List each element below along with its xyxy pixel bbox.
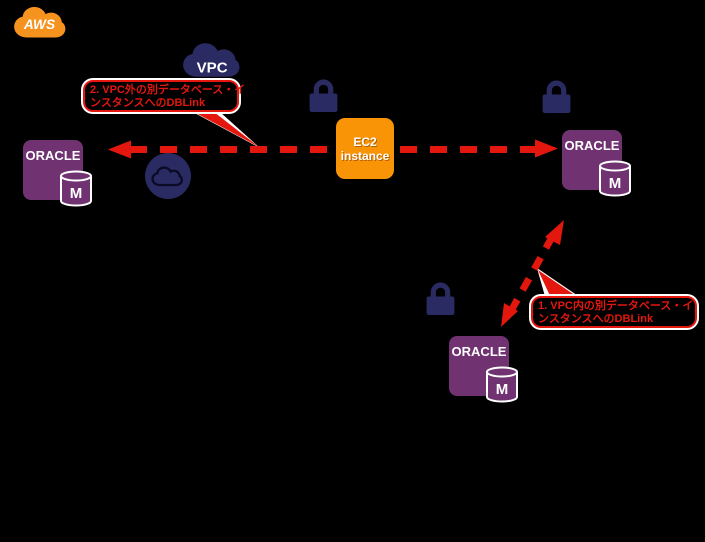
- arrowhead-right: [535, 139, 558, 158]
- vpc-cloud: VPC: [183, 43, 240, 77]
- ec2-label-line1: EC2: [353, 134, 377, 149]
- aws-label: AWS: [23, 17, 55, 32]
- security-lock-icon-top: [308, 78, 339, 113]
- database-cylinder-icon: M: [599, 160, 631, 197]
- callout-internal-line2: ンスタンスへのDBLink: [538, 313, 654, 325]
- vpc-label: VPC: [197, 59, 228, 76]
- oracle-label: ORACLE: [26, 148, 81, 163]
- oracle-label: ORACLE: [565, 138, 620, 153]
- callout-external-line2: ンスタンスへのDBLink: [90, 97, 206, 109]
- aws-cloud-logo: AWS: [14, 7, 66, 38]
- database-cylinder-icon: M: [486, 366, 518, 403]
- oracle-instance-right: ORACLE M: [562, 130, 634, 198]
- callout-internal-line1: 1. VPC内の別データベース・イ: [538, 300, 694, 312]
- callout-dblink-internal: 1. VPC内の別データベース・イ ンスタンスへのDBLink: [531, 296, 697, 328]
- arrowhead-down: [501, 303, 518, 327]
- oracle-m-badge: M: [609, 175, 622, 192]
- oracle-m-badge: M: [70, 185, 83, 202]
- callout-dblink-external: 2. VPC外の別データベース・イ ンスタンスへのDBLink: [83, 80, 246, 112]
- cloud-in-circle-icon: [145, 153, 191, 199]
- oracle-label: ORACLE: [452, 344, 507, 359]
- oracle-instance-left: ORACLE M: [23, 140, 95, 208]
- ec2-label-line2: instance: [340, 148, 390, 163]
- oracle-instance-bottom: ORACLE M: [449, 336, 521, 404]
- callout-external-line1: 2. VPC外の別データベース・イ: [90, 84, 246, 96]
- callout-internal-tail: [538, 270, 579, 298]
- database-cylinder-icon: M: [60, 170, 92, 207]
- oracle-m-badge: M: [496, 381, 509, 398]
- ec2-instance-node: EC2 instance: [336, 118, 394, 179]
- security-lock-icon-right: [541, 79, 572, 114]
- arrowhead-left: [108, 140, 131, 159]
- security-lock-icon-bottom: [425, 281, 456, 316]
- arrowhead-up: [545, 220, 564, 245]
